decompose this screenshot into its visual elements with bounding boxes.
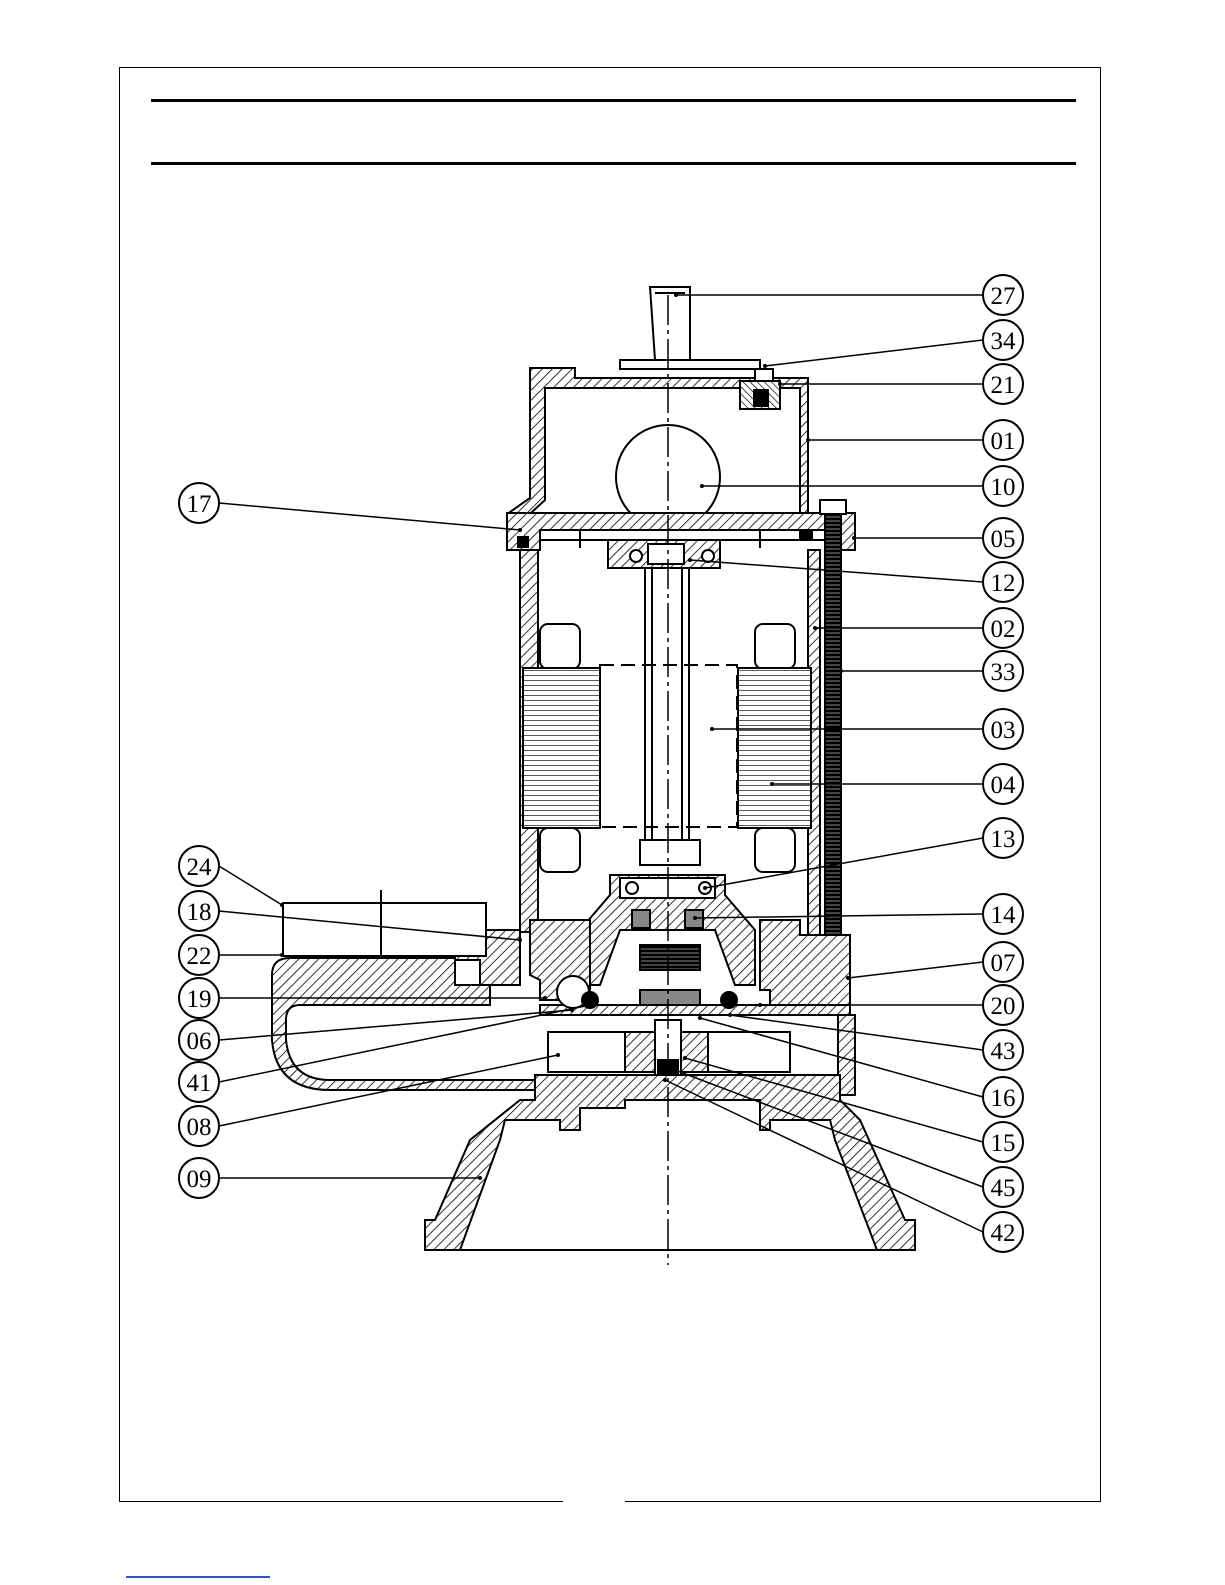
drawing-body [272, 287, 915, 1265]
leader-line-17 [219, 503, 520, 530]
leader-dot-14 [693, 916, 697, 920]
callout-label-02: 02 [991, 616, 1016, 643]
leader-dot-27 [674, 293, 678, 297]
leader-line-13 [705, 838, 983, 888]
callout-label-13: 13 [991, 826, 1016, 853]
callout-label-24: 24 [187, 854, 213, 881]
leader-line-07 [848, 962, 983, 978]
leader-dot-15 [683, 1056, 687, 1060]
leader-dot-20 [758, 1003, 762, 1007]
leader-dot-07 [846, 976, 850, 980]
callout-label-19: 19 [187, 986, 212, 1013]
leader-dot-45 [673, 1068, 677, 1072]
callout-label-41: 41 [187, 1070, 212, 1097]
leader-dot-41 [588, 1003, 592, 1007]
callout-label-03: 03 [991, 717, 1016, 744]
leader-dot-34 [763, 364, 767, 368]
callout-label-17: 17 [187, 491, 212, 518]
callout-label-07: 07 [991, 950, 1016, 977]
leader-dot-22 [280, 953, 284, 957]
leader-dot-43 [728, 1013, 732, 1017]
callout-label-06: 06 [187, 1028, 212, 1055]
leader-dot-16 [698, 1016, 702, 1020]
callout-label-05: 05 [991, 526, 1016, 553]
callout-label-01: 01 [991, 428, 1016, 455]
leader-dot-18 [518, 938, 522, 942]
leader-dot-08 [556, 1053, 560, 1057]
callout-label-08: 08 [187, 1114, 212, 1141]
leader-dot-04 [770, 782, 774, 786]
leader-dot-03 [710, 727, 714, 731]
bottom-link-underline [126, 1576, 270, 1578]
leader-dot-21 [778, 382, 782, 386]
leader-dot-24 [280, 903, 284, 907]
leader-dot-42 [663, 1078, 667, 1082]
callout-label-18: 18 [187, 899, 212, 926]
leader-line-24 [219, 866, 282, 905]
leader-dot-17 [518, 528, 522, 532]
callout-label-16: 16 [991, 1085, 1016, 1112]
leader-dot-12 [688, 558, 692, 562]
callout-label-15: 15 [991, 1130, 1016, 1157]
callout-label-10: 10 [991, 474, 1016, 501]
callout-label-22: 22 [187, 943, 212, 970]
leader-dot-19 [543, 996, 547, 1000]
callout-label-45: 45 [991, 1175, 1016, 1202]
leader-dot-09 [478, 1176, 482, 1180]
callout-label-34: 34 [991, 328, 1017, 355]
callout-label-27: 27 [991, 283, 1016, 310]
callout-label-20: 20 [991, 993, 1016, 1020]
leader-dot-13 [703, 886, 707, 890]
callout-label-43: 43 [991, 1038, 1016, 1065]
callout-label-14: 14 [991, 902, 1017, 929]
leader-line-34 [765, 340, 983, 366]
leader-dot-01 [806, 438, 810, 442]
callout-label-42: 42 [991, 1220, 1016, 1247]
callout-label-12: 12 [991, 570, 1016, 597]
callout-label-33: 33 [991, 659, 1016, 686]
callout-label-21: 21 [991, 372, 1016, 399]
leader-dot-33 [839, 669, 843, 673]
leader-dot-10 [700, 484, 704, 488]
callout-label-09: 09 [187, 1166, 212, 1193]
leader-dot-02 [813, 626, 817, 630]
callout-label-04: 04 [991, 772, 1017, 799]
leader-dot-05 [852, 536, 856, 540]
